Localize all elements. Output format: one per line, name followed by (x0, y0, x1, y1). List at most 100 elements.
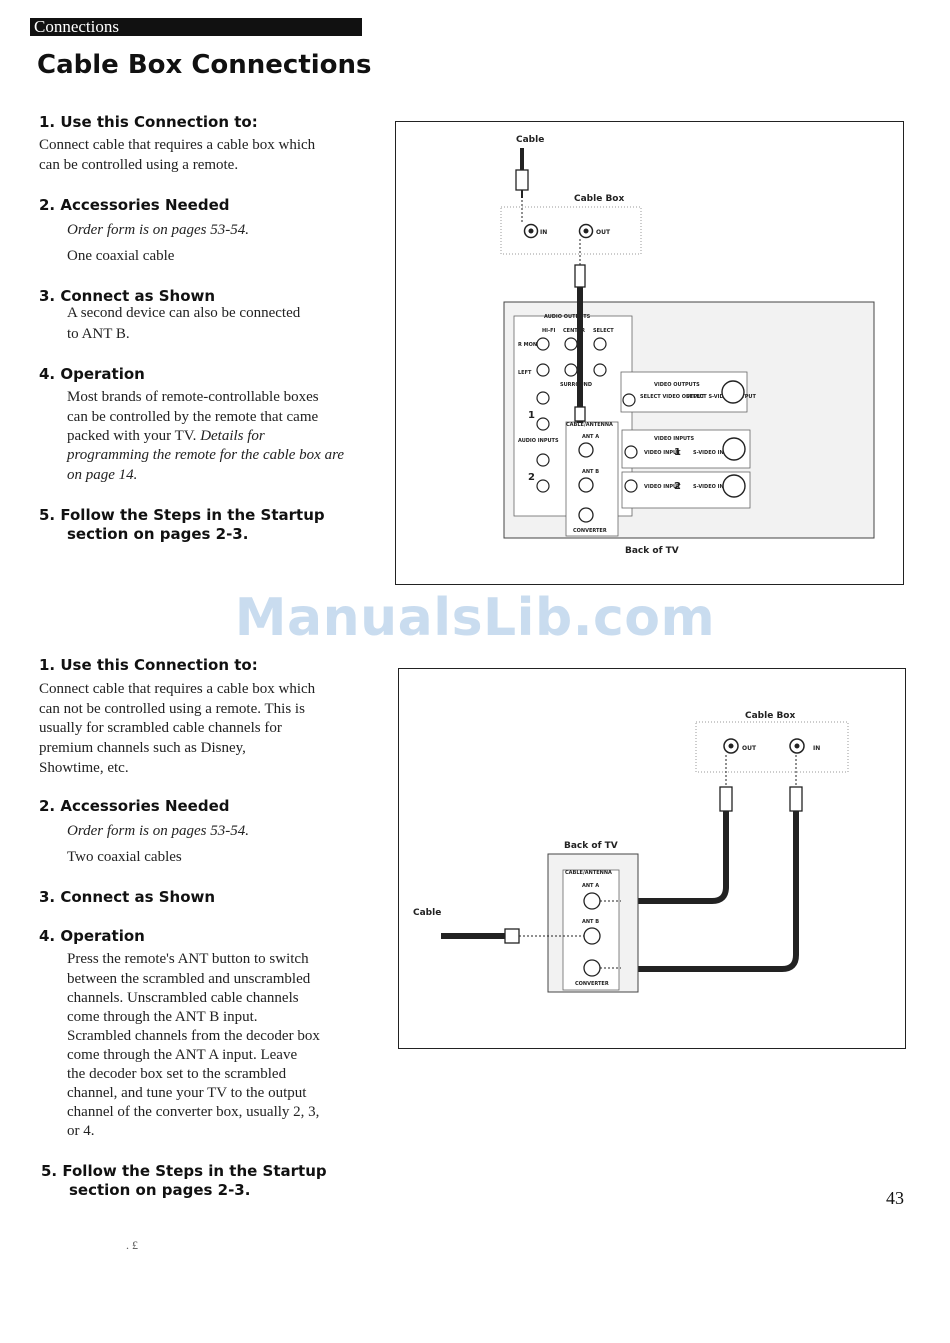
d1-audio-inputs-label: AUDIO INPUTS (518, 438, 559, 444)
d1-svideo-input-2-jack-icon (722, 474, 746, 498)
page-title: Cable Box Connections (37, 50, 372, 80)
s2-step4-line5: Scrambled channels from the decoder box (67, 1028, 320, 1044)
d2-converter-label: CONVERTER (575, 981, 609, 987)
d1-cable-antenna-label: CABLE/ANTENNA (566, 422, 613, 428)
s1-step4-line2: can be controlled by the remote that cam… (67, 409, 319, 425)
d1-back-of-tv-label: Back of TV (625, 546, 679, 556)
s2-step5-heading-line1: 5. Follow the Steps in the Startup (41, 1162, 327, 1180)
d1-audio-jack-grid-icon (536, 337, 607, 493)
diagram2-svg: Cable Box OUT IN Back of TV CABLE/ANTENN… (413, 711, 849, 993)
d1-video-input-2-number: 2 (674, 481, 681, 492)
d2-cable-antenna-label: CABLE/ANTENNA (565, 870, 612, 876)
d1-svideo-output-jack-icon (721, 380, 745, 404)
s2-step3-heading: 3. Connect as Shown (39, 888, 216, 906)
d1-video-input-2-label: VIDEO INPUT (644, 484, 681, 490)
section-tab: Connections (30, 18, 362, 36)
d1-svideo-input-1-label: S-VIDEO INPUT (693, 450, 735, 456)
s2-step4-line6: come through the ANT A input. Leave (67, 1047, 298, 1063)
s2-step4-line7: the decoder box set to the scrambled (67, 1066, 287, 1082)
d1-ant-a-label: ANT A (582, 434, 599, 440)
d1-video-inputs-label: VIDEO INPUTS (654, 436, 694, 442)
s1-step5-heading-line1: 5. Follow the Steps in the Startup (39, 506, 325, 524)
watermark: ManualsLib.com (234, 588, 716, 648)
d2-incoming-cable-icon (441, 928, 584, 944)
d1-cable-label: Cable (516, 135, 544, 145)
s1-step3-heading: 3. Connect as Shown (39, 287, 216, 305)
s1-step4-heading: 4. Operation (39, 365, 145, 383)
s1-step4-line1: Most brands of remote-controllable boxes (67, 389, 319, 405)
d1-converter-jack-icon (578, 507, 594, 523)
d1-ant-b-jack-icon (578, 477, 594, 493)
s2-step4-line10: or 4. (67, 1123, 95, 1139)
d1-video-input-1-label: VIDEO INPUT (644, 450, 681, 456)
s1-step4-line3: packed with your TV. Details for (67, 428, 265, 444)
s2-step5-heading-line2: section on pages 2-3. (69, 1181, 251, 1199)
s1-step3-line2: to ANT B. (67, 326, 130, 342)
diagram1-svg: Cable Cable Box IN OUT AUDIO OUTPUTS HI-… (500, 135, 875, 556)
d1-hifi-label: HI-FI (542, 328, 556, 334)
d2-converter-jack-icon (583, 959, 601, 977)
s2-step1-line1: Connect cable that requires a cable box … (39, 681, 316, 697)
d1-svideo-input-1-jack-icon (722, 437, 746, 461)
d1-cable-box-label: Cable Box (574, 194, 624, 204)
d2-in-label: IN (813, 745, 820, 752)
s2-order-form: Order form is on pages 53-54. (67, 823, 249, 839)
s2-step4-line1: Press the remote's ANT button to switch (67, 951, 309, 967)
s1-step3-line1: A second device can also be connected (67, 305, 301, 321)
d2-cable-to-converter-icon (620, 786, 803, 977)
d2-out-label: OUT (742, 745, 757, 752)
d1-video-outputs-label: VIDEO OUTPUTS (654, 382, 700, 388)
d1-cable-box-outline (500, 206, 642, 255)
d1-ant-a-jack-icon (578, 442, 594, 458)
d1-audio-input-2-label: 2 (528, 472, 535, 483)
page-number: 43 (886, 1188, 904, 1208)
d1-video-input-1-number: 1 (674, 447, 681, 458)
d2-ant-a-label: ANT A (582, 883, 599, 889)
s2-step2-heading: 2. Accessories Needed (39, 797, 230, 815)
d1-converter-label: CONVERTER (573, 528, 607, 534)
s2-accessory-item: Two coaxial cables (67, 849, 182, 865)
s2-step4-line3: channels. Unscrambled cable channels (67, 990, 299, 1006)
s1-accessory-item: One coaxial cable (67, 248, 175, 264)
d1-cable-plug-icon (515, 148, 529, 222)
d1-video-input-2-jack-icon (624, 479, 638, 493)
d1-center-label: CENTER (563, 328, 585, 334)
s2-step1-line3: usually for scrambled cable channels for (39, 720, 282, 736)
d1-r-mono-label: R MONO (518, 342, 541, 348)
s2-step4-line9: channel of the converter box, usually 2,… (67, 1104, 320, 1120)
d1-out-jack-icon (578, 223, 594, 239)
s1-order-form: Order form is on pages 53-54. (67, 222, 249, 238)
d1-left-label: LEFT (518, 370, 532, 376)
d2-ant-b-jack-icon (583, 927, 601, 945)
d1-svideo-input-2-label: S-VIDEO INPUT (693, 484, 735, 490)
s2-step4-line8: channel, and tune your TV to the output (67, 1085, 307, 1101)
d1-video-output-jack-icon (622, 393, 636, 407)
d2-ant-a-jack-icon (583, 892, 601, 910)
s2-step1-heading: 1. Use this Connection to: (39, 656, 258, 674)
d2-back-of-tv-label: Back of TV (564, 841, 618, 851)
d1-audio-outputs-label: AUDIO OUTPUTS (544, 314, 591, 320)
s2-step1-line2: can not be controlled using a remote. Th… (39, 701, 305, 717)
s1-step1-line1: Connect cable that requires a cable box … (39, 137, 316, 153)
d1-audio-input-1-label: 1 (528, 410, 535, 421)
d1-video-input-1-jack-icon (624, 445, 638, 459)
d2-cable-box-outline (695, 721, 849, 773)
d1-in-jack-icon (523, 223, 539, 239)
s1-step4-italic2: on page 14. (67, 467, 138, 483)
s2-step1-line4: premium channels such as Disney, (39, 740, 246, 756)
d2-cable-label: Cable (413, 908, 441, 918)
s2-step4-line4: come through the ANT B input. (67, 1009, 258, 1025)
d1-video-input-1-block (621, 429, 751, 469)
s1-step2-heading: 2. Accessories Needed (39, 196, 230, 214)
s1-step4-italic1: programming the remote for the cable box… (67, 447, 345, 463)
s2-step4-line2: between the scrambled and unscrambled (67, 971, 311, 987)
d1-surround-label: SURROUND (560, 382, 592, 388)
d1-select-svideo-output-label: SELECT S-VIDEO OUTPUT (686, 394, 756, 400)
d2-ant-b-label: ANT B (582, 919, 599, 925)
d1-ant-b-label: ANT B (582, 469, 599, 475)
s2-step1-line5: Showtime, etc. (39, 760, 129, 776)
d1-in-label: IN (540, 229, 547, 236)
d1-out-label: OUT (596, 229, 611, 236)
d1-select-video-output-label: SELECT VIDEO OUTPUT (640, 394, 705, 400)
d1-coax-cable-icon (574, 264, 586, 423)
